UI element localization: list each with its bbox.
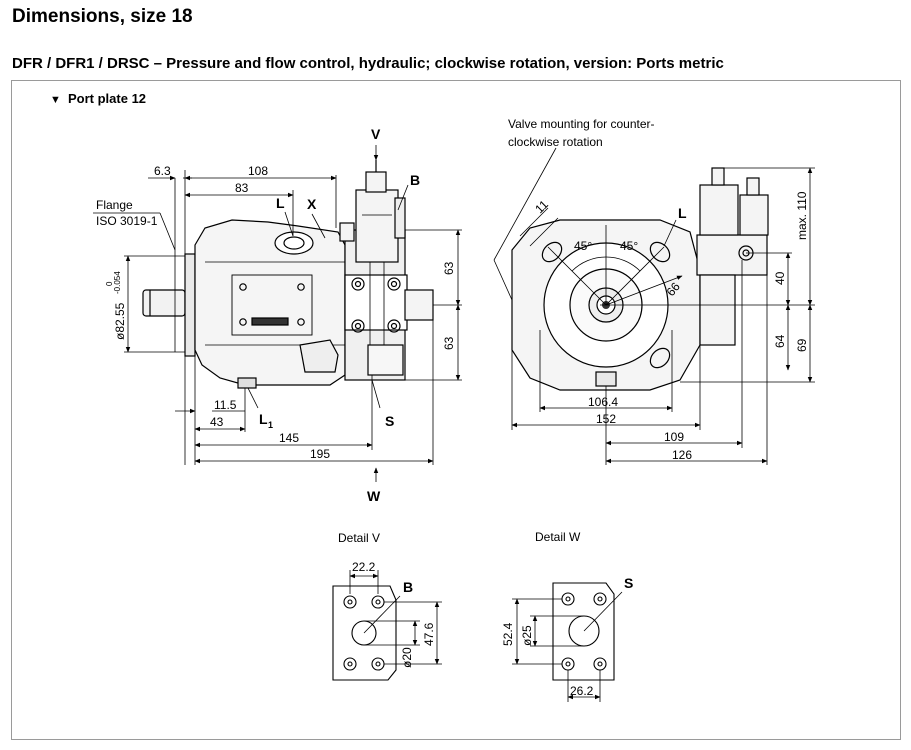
dim-152: 152 [596, 412, 616, 426]
flange-note-line1: Flange [96, 198, 133, 212]
label-x: X [307, 196, 317, 212]
drive-shaft [142, 289, 186, 317]
dim-6-3: 6.3 [154, 164, 171, 178]
dim-dia-25: ø25 [520, 625, 534, 646]
drawing-frame [11, 80, 901, 740]
flange-note-line2: ISO 3019-1 [96, 214, 158, 228]
dim-63-lower: 63 [442, 336, 456, 350]
dim-max-110: max. 110 [795, 191, 809, 240]
dim-109: 109 [664, 430, 684, 444]
dim-40: 40 [773, 271, 787, 285]
detail-w: Detail W S 52.4 ø25 26.2 [501, 530, 633, 702]
dim-108: 108 [248, 164, 268, 178]
side-view-dimension-lines [93, 145, 462, 482]
dim-angle-45-left: 45° [574, 239, 592, 253]
page-subtitle: DFR / DFR1 / DRSC – Pressure and flow co… [12, 55, 724, 72]
detail-v-title: Detail V [338, 531, 380, 545]
label-b: B [410, 172, 420, 188]
label-l: L [276, 195, 285, 211]
section-label: Port plate 12 [68, 91, 146, 106]
dim-145: 145 [279, 431, 299, 445]
dim-63-upper: 63 [442, 261, 456, 275]
dim-angle-45-right: 45° [620, 239, 638, 253]
dim-11-5: 11.5 [214, 398, 237, 412]
detail-w-label-s: S [624, 575, 633, 591]
valve-note-line1: Valve mounting for counter- [508, 117, 655, 131]
dim-dia-20: ø20 [400, 647, 414, 668]
label-w: W [367, 488, 381, 504]
control-valve [355, 189, 399, 263]
label-l1: L [259, 411, 268, 427]
front-view [511, 167, 769, 391]
dim-22-2: 22.2 [352, 560, 376, 574]
dim-126: 126 [672, 448, 692, 462]
dim-64: 64 [773, 334, 787, 348]
port-s [367, 344, 404, 376]
dim-11: 11 [532, 197, 551, 216]
dim-69: 69 [795, 338, 809, 352]
label-s: S [385, 413, 394, 429]
dim-47-6: 47.6 [422, 622, 436, 646]
dim-flange-diameter: ø82.55 [113, 302, 127, 340]
section-marker-icon: ▼ [50, 94, 61, 106]
valve-note-line2: clockwise rotation [508, 135, 603, 149]
front-view-dimension-lines [493, 147, 815, 465]
dim-flange-tol-upper: 0 [105, 281, 114, 286]
side-view [142, 160, 434, 389]
dim-83: 83 [235, 181, 249, 195]
side-view-labels: V B L X S W L 1 Flange ISO 3019-1 6.3 10… [96, 126, 456, 504]
front-port-stub [699, 274, 736, 346]
detail-v-label-b: B [403, 579, 413, 595]
front-label-l: L [678, 205, 687, 221]
dim-106-4: 106.4 [588, 395, 618, 409]
label-v: V [371, 126, 381, 142]
detail-v: Detail V B 22.2 47.6 ø20 [332, 531, 442, 681]
dim-43: 43 [210, 415, 224, 429]
page-title: Dimensions, size 18 [12, 6, 193, 27]
mounting-flange [184, 253, 196, 357]
front-valve-block [696, 234, 768, 276]
dim-195: 195 [310, 447, 330, 461]
dim-26-2: 26.2 [570, 684, 594, 698]
detail-w-title: Detail W [535, 530, 581, 544]
dim-flange-tol-lower: -0.054 [113, 271, 122, 294]
pressure-port [404, 289, 434, 321]
dim-52-4: 52.4 [501, 622, 515, 646]
label-l1-subscript: 1 [268, 420, 273, 430]
